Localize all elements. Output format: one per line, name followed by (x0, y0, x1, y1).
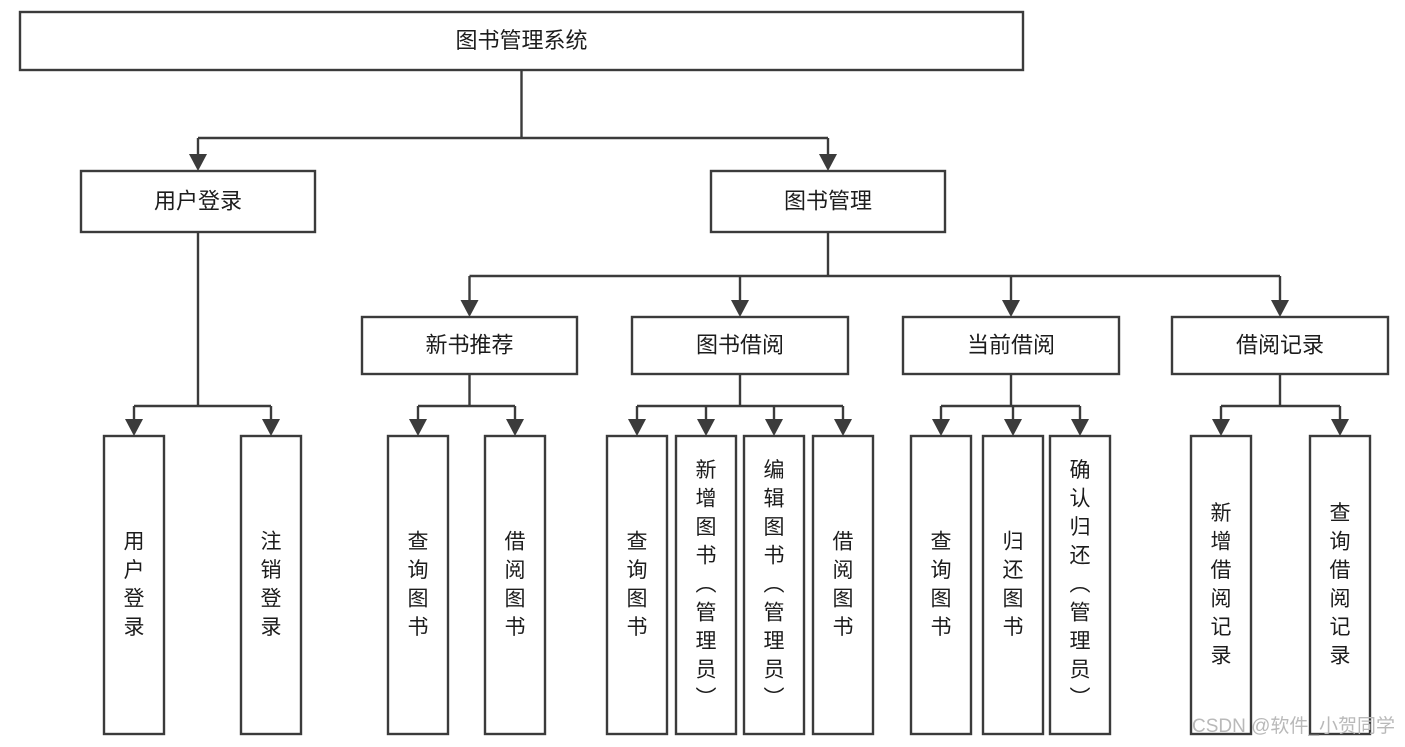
node-leaf-5[interactable]: 新增图书︵管理员︶ (674, 434, 738, 736)
node-box (79, 169, 317, 234)
node-box (18, 10, 1025, 72)
node-leaf-6[interactable]: 编辑图书︵管理员︶ (742, 434, 806, 736)
node-box (742, 434, 806, 736)
node-label: 新书推荐 (425, 332, 513, 357)
node-level2-0[interactable]: 用户登录 (79, 169, 317, 234)
node-box (102, 434, 166, 736)
node-label: 查询图书 (408, 530, 429, 639)
node-level2-1[interactable]: 图书管理 (709, 169, 947, 234)
node-box (1308, 434, 1372, 736)
node-leaf-3[interactable]: 借阅图书 (483, 434, 547, 736)
node-box (483, 434, 547, 736)
node-label: 查询图书 (627, 530, 648, 639)
node-label: 借阅图书 (505, 530, 526, 639)
node-leaf-9[interactable]: 归还图书 (981, 434, 1045, 736)
node-leaf-8[interactable]: 查询图书 (909, 434, 973, 736)
arrow-head-icon (1331, 419, 1349, 436)
node-box (674, 434, 738, 736)
node-leaf-1[interactable]: 注销登录 (239, 434, 303, 736)
arrow-head-icon (189, 154, 207, 171)
node-leaf-2[interactable]: 查询图书 (386, 434, 450, 736)
connectors-layer (125, 70, 1349, 436)
node-label: 查询图书 (931, 530, 952, 639)
arrow-head-icon (932, 419, 950, 436)
node-level3-1[interactable]: 图书借阅 (630, 315, 850, 376)
watermark-label: CSDN @软件_小贺同学 (1192, 715, 1395, 737)
node-label: 图书管理系统 (455, 28, 587, 53)
node-label: 借阅图书 (833, 530, 854, 639)
node-box (981, 434, 1045, 736)
arrow-head-icon (628, 419, 646, 436)
arrow-head-icon (697, 419, 715, 436)
node-label: 用户登录 (154, 188, 242, 213)
arrow-head-icon (460, 300, 479, 317)
node-box (709, 169, 947, 234)
node-label: 编辑图书︵管理员︶ (764, 459, 785, 710)
node-box (239, 434, 303, 736)
node-leaf-12[interactable]: 查询借阅记录 (1308, 434, 1372, 736)
node-box (360, 315, 579, 376)
node-label: 图书管理 (784, 188, 872, 213)
node-box (1189, 434, 1253, 736)
node-leaf-7[interactable]: 借阅图书 (811, 434, 875, 736)
node-leaf-10[interactable]: 确认归还︵管理员︶ (1048, 434, 1112, 736)
node-box (386, 434, 450, 736)
node-leaf-11[interactable]: 新增借阅记录 (1189, 434, 1253, 736)
node-label: 注销登录 (261, 530, 282, 639)
node-label: 确认归还︵管理员︶ (1070, 459, 1091, 710)
node-label: 借阅记录 (1236, 332, 1324, 357)
node-box (901, 315, 1121, 376)
node-box (1048, 434, 1112, 736)
node-label: 新增借阅记录 (1211, 502, 1232, 668)
node-label: 归还图书 (1003, 530, 1024, 639)
node-label: 用户登录 (124, 530, 145, 639)
arrow-head-icon (1071, 419, 1089, 436)
node-box (605, 434, 669, 736)
node-box (909, 434, 973, 736)
node-root-0[interactable]: 图书管理系统 (18, 10, 1025, 72)
node-box (630, 315, 850, 376)
arrow-head-icon (1212, 419, 1230, 436)
arrow-head-icon (765, 419, 783, 436)
arrow-head-icon (1271, 300, 1289, 317)
node-level3-2[interactable]: 当前借阅 (901, 315, 1121, 376)
arrow-head-icon (262, 419, 280, 436)
node-box (1170, 315, 1390, 376)
node-label: 新增图书︵管理员︶ (696, 459, 717, 710)
node-label: 查询借阅记录 (1330, 502, 1351, 668)
arrow-head-icon (834, 419, 852, 436)
node-leaf-4[interactable]: 查询图书 (605, 434, 669, 736)
arrow-head-icon (125, 419, 143, 436)
node-level3-0[interactable]: 新书推荐 (360, 315, 579, 376)
arrow-head-icon (731, 300, 749, 317)
node-label: 图书借阅 (696, 332, 784, 357)
arrow-head-icon (1004, 419, 1022, 436)
arrow-head-icon (409, 419, 427, 436)
nodes-layer: 图书管理系统用户登录图书管理新书推荐图书借阅当前借阅借阅记录用户登录注销登录查询… (18, 10, 1390, 736)
arrow-head-icon (1002, 300, 1020, 317)
arrow-head-icon (819, 154, 837, 171)
node-box (811, 434, 875, 736)
node-leaf-0[interactable]: 用户登录 (102, 434, 166, 736)
node-level3-3[interactable]: 借阅记录 (1170, 315, 1390, 376)
arrow-head-icon (506, 419, 524, 436)
node-label: 当前借阅 (967, 332, 1055, 357)
